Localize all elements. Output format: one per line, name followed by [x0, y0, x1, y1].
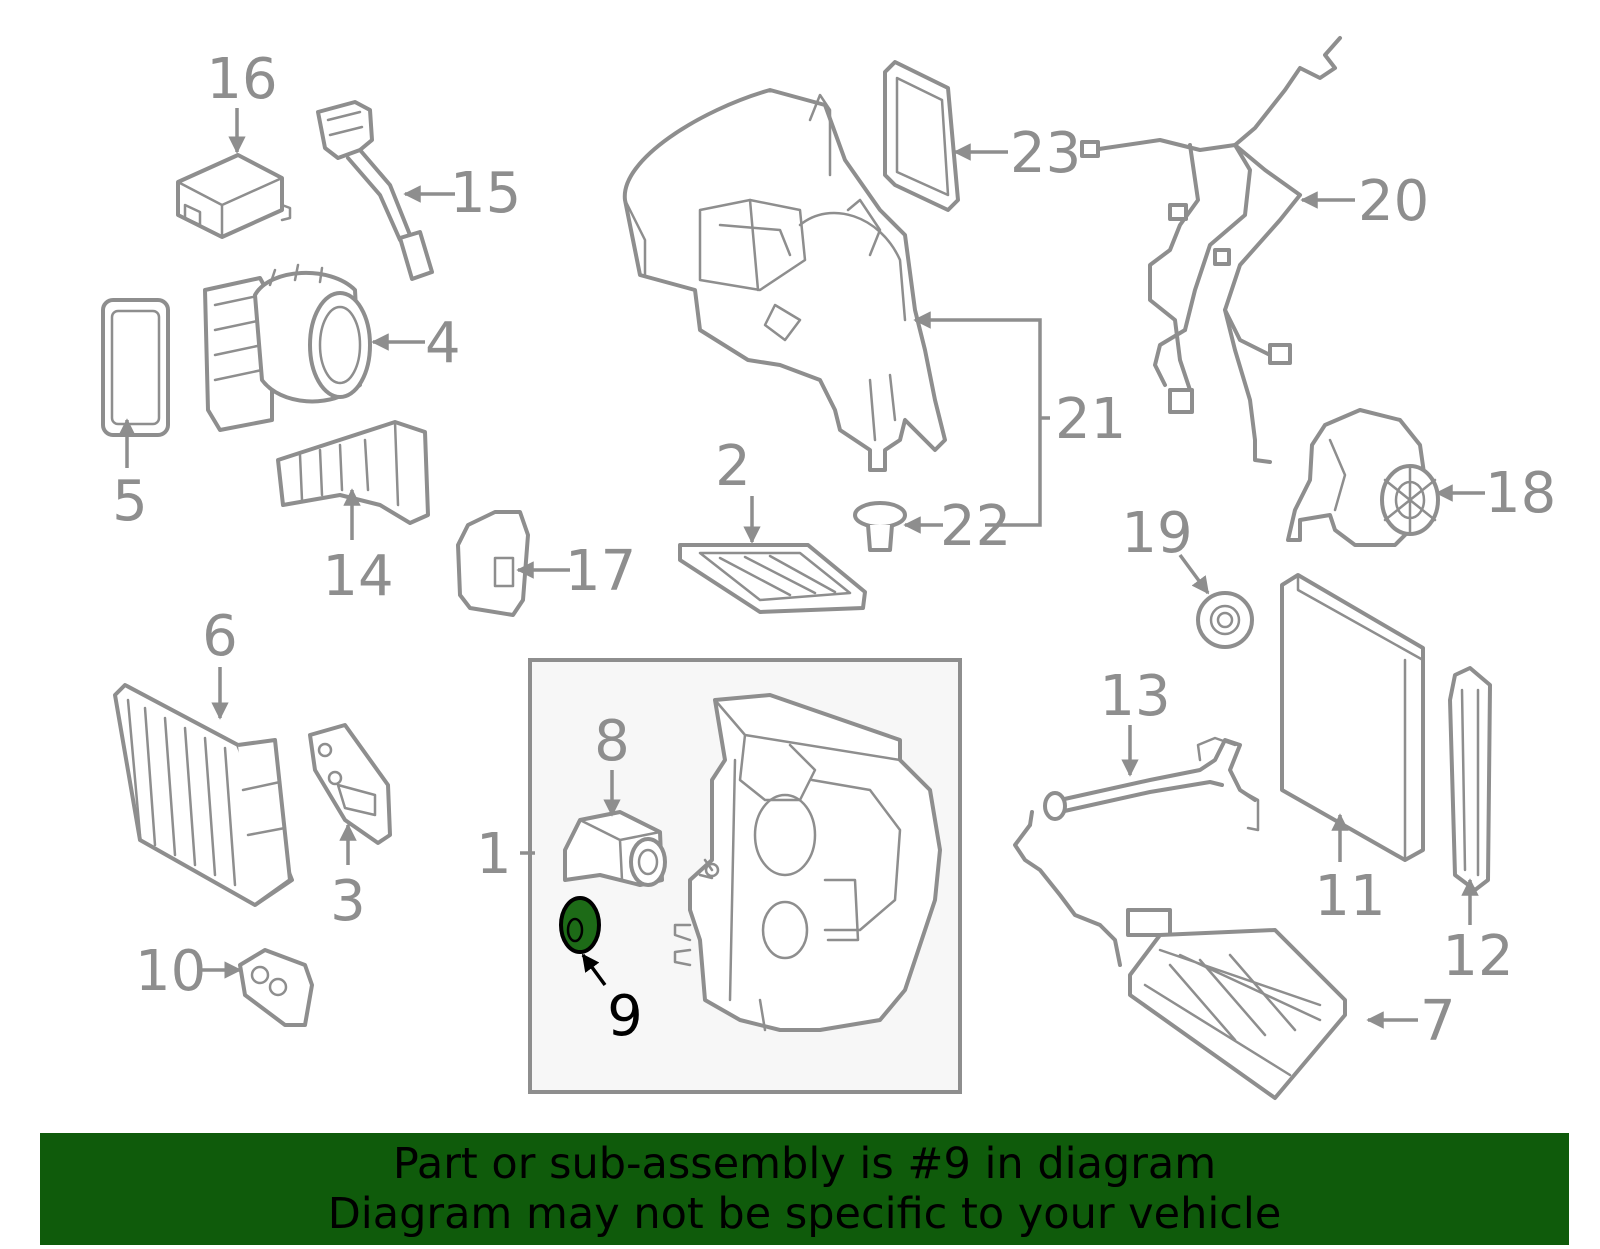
- callout-21: 21: [1055, 387, 1126, 452]
- part-16-control-module[interactable]: [176, 153, 292, 239]
- part-10-seal[interactable]: [238, 948, 314, 1027]
- callout-13: 13: [1099, 664, 1170, 729]
- part-22-clip[interactable]: [853, 501, 907, 552]
- callout-11: 11: [1314, 864, 1385, 929]
- part-9-grommet-highlighted[interactable]: [559, 896, 601, 954]
- part-19-grommet[interactable]: [1196, 591, 1254, 649]
- part-12-strip[interactable]: [1448, 666, 1492, 892]
- callout-9: 9: [607, 984, 643, 1049]
- part-15-sensor-harness[interactable]: [316, 100, 434, 281]
- part-20-wiring-harness[interactable]: [1080, 36, 1342, 464]
- banner-line-2: Diagram may not be specific to your vehi…: [327, 1189, 1282, 1239]
- callout-14: 14: [322, 544, 393, 609]
- leader-lines: [118, 108, 1485, 1029]
- callout-16: 16: [206, 47, 277, 112]
- banner-line-1: Part or sub-assembly is #9 in diagram: [392, 1139, 1217, 1189]
- info-banner: Part or sub-assembly is #9 in diagram Di…: [40, 1133, 1569, 1245]
- callout-5: 5: [112, 469, 148, 534]
- callout-12: 12: [1442, 924, 1513, 989]
- callout-22: 22: [940, 494, 1011, 559]
- part-8-actuator[interactable]: [563, 810, 667, 887]
- part-5-gasket[interactable]: [101, 298, 170, 437]
- part-17-bracket[interactable]: [456, 510, 530, 617]
- callout-8: 8: [594, 709, 630, 774]
- callout-18: 18: [1485, 461, 1556, 526]
- part-6-heater-core[interactable]: [113, 683, 294, 907]
- callout-2: 2: [715, 434, 751, 499]
- part-13-tube[interactable]: [1043, 736, 1260, 832]
- part-2-filter[interactable]: [678, 543, 867, 614]
- part-7-heater-element[interactable]: [1013, 810, 1347, 1100]
- part-4-blower-housing[interactable]: [203, 263, 372, 432]
- callout-7: 7: [1420, 989, 1456, 1054]
- callout-1: 1: [476, 822, 512, 887]
- part-18-blower-motor[interactable]: [1286, 408, 1440, 547]
- part-21-upper-housing[interactable]: [622, 88, 947, 472]
- callout-23: 23: [1010, 121, 1081, 186]
- part-14-bracket[interactable]: [276, 420, 430, 525]
- part-23-gasket[interactable]: [883, 60, 960, 212]
- part-11-filter[interactable]: [1280, 573, 1425, 862]
- callout-labels: 1 2 3 4 5 6 7 8 9 10 11 12 13 14 15 16 1…: [112, 47, 1556, 1054]
- callout-4: 4: [425, 311, 461, 376]
- callout-19: 19: [1121, 501, 1192, 566]
- callout-20: 20: [1358, 169, 1429, 234]
- callout-6: 6: [202, 604, 238, 669]
- part-3-plate[interactable]: [308, 723, 392, 845]
- callout-15: 15: [450, 161, 521, 226]
- part-1-hvac-housing[interactable]: [673, 693, 942, 1032]
- callout-10: 10: [135, 939, 206, 1004]
- callout-17: 17: [565, 539, 636, 604]
- callout-3: 3: [330, 869, 366, 934]
